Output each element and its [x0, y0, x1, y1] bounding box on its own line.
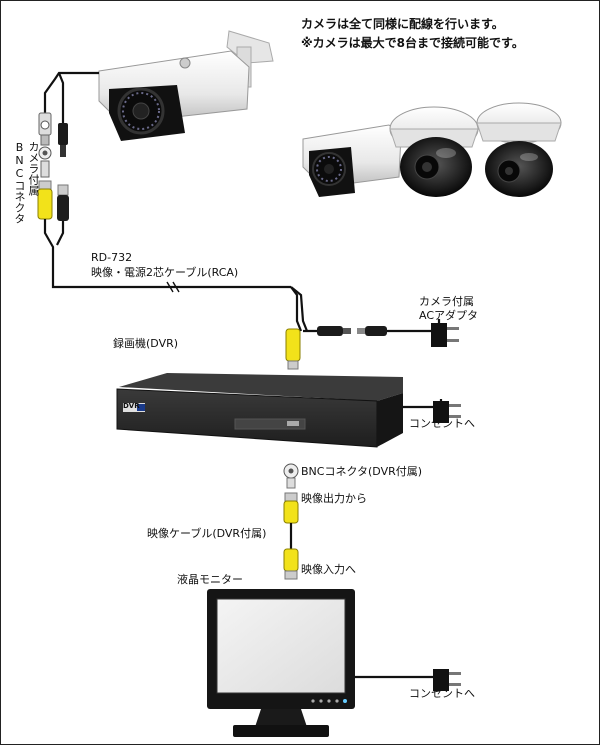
note-line-2: ※カメラは最大で8台まで接続可能です。: [301, 35, 524, 50]
rca-yellow-dvr-side: [285, 328, 301, 370]
rca-yellow-camera-side: [37, 180, 69, 221]
dc-plug-camera: [58, 123, 68, 157]
note-line-1: カメラは全て同様に配線を行います。: [301, 17, 504, 31]
label-camera-bnc-line1: カメラ付属: [27, 141, 40, 196]
cable-rd-732: [43, 219, 321, 333]
dvr-badge: DVR: [123, 402, 140, 410]
label-cable-description: 映像・電源2芯ケーブル(RCA): [91, 266, 239, 279]
label-video-cable: 映像ケーブル(DVR付属): [147, 527, 267, 540]
dc-connection-adapter: [317, 319, 459, 347]
label-adapter-line2: ACアダプタ: [419, 309, 479, 322]
video-cable: [283, 463, 299, 580]
label-dvr: 録画機(DVR): [113, 337, 179, 350]
bullet-camera-main: [98, 30, 274, 141]
label-camera-bnc-line2: BNCコネクタ: [13, 141, 26, 224]
camera-pigtail: [43, 71, 99, 123]
dvr-unit: [116, 373, 461, 448]
label-cable-model: RD-732: [91, 251, 133, 264]
label-adapter-line1: カメラ付属: [419, 295, 474, 308]
dome-camera-1: [389, 106, 479, 197]
label-monitor: 液晶モニター: [177, 573, 243, 586]
label-video-in: 映像入力へ: [301, 563, 356, 576]
bullet-camera-secondary: [302, 124, 402, 197]
label-dvr-outlet: コンセントへ: [409, 417, 475, 430]
label-dvr-bnc: BNCコネクタ(DVR付属): [301, 465, 423, 478]
wiring-notes: カメラは全て同様に配線を行います。 ※カメラは最大で8台まで接続可能です。: [301, 15, 524, 52]
dome-camera-2: [476, 102, 562, 197]
bnc-connector-camera: [38, 112, 52, 178]
label-monitor-outlet: コンセントへ: [409, 687, 475, 700]
lcd-monitor: [207, 589, 461, 737]
label-video-out: 映像出力から: [301, 492, 367, 505]
